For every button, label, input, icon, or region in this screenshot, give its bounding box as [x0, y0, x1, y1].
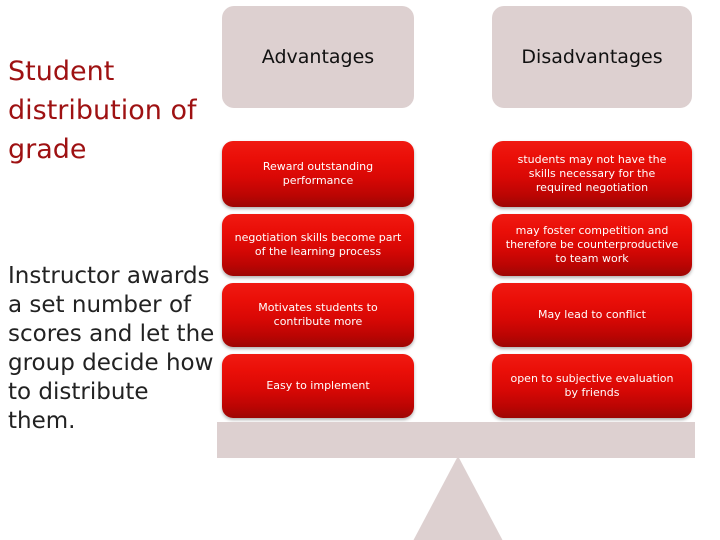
disadvantage-card-3: May lead to conflict [492, 283, 692, 347]
disadvantage-card-4: open to subjective evaluation by friends [492, 354, 692, 418]
balance-beam-shape [217, 422, 695, 458]
advantage-card-2: negotiation skills become part of the le… [222, 214, 414, 276]
header-advantages: Advantages [222, 6, 414, 108]
balance-fulcrum-triangle-icon [413, 456, 503, 540]
description-text: Instructor awards a set number of scores… [8, 263, 215, 434]
advantage-card-1: Reward outstanding performance [222, 141, 414, 207]
advantage-card-4: Easy to implement [222, 354, 414, 418]
page-title: Student distribution of grade [8, 56, 197, 165]
disadvantage-card-2: may foster competition and therefore be … [492, 214, 692, 276]
header-disadvantages: Disadvantages [492, 6, 692, 108]
advantage-card-3: Motivates students to contribute more [222, 283, 414, 347]
disadvantage-card-1: students may not have the skills necessa… [492, 141, 692, 207]
